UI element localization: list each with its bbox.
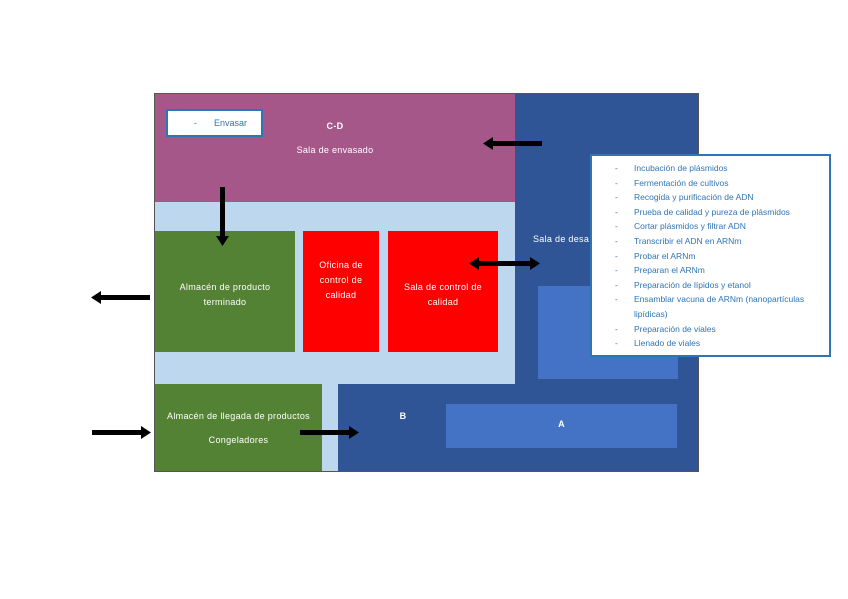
process-list-item: - Incubación de plásmidos <box>592 161 829 176</box>
bullet-dash: - <box>615 235 618 246</box>
room-b: B A <box>338 384 698 471</box>
arrow-to-room-b <box>300 426 359 439</box>
arrow-down-to-almacen <box>216 187 229 246</box>
bullet-dash: - <box>615 294 618 305</box>
arrow-double-calidad-desarrollo <box>469 257 540 270</box>
room-name: Almacén de producto terminado <box>179 282 271 307</box>
item-text: Llenado de viales <box>634 338 701 349</box>
arrow-entry-right <box>92 426 151 439</box>
process-list-item: - Llenado de viales <box>592 336 829 351</box>
task-bullet: - <box>194 118 197 128</box>
bullet-dash: - <box>615 221 618 232</box>
task-label: Envasar <box>214 118 248 128</box>
item-text: Transcribir el ADN en ARNm <box>634 235 742 246</box>
room-name: Sala de control de calidad <box>404 282 482 307</box>
room-label: A <box>558 419 565 429</box>
task-box-envasar: - Envasar <box>166 109 263 137</box>
item-text: Preparación de viales <box>634 323 716 334</box>
process-list-item: - Cortar plásmidos y filtrar ADN <box>592 219 829 234</box>
bullet-dash: - <box>615 338 618 349</box>
arrow-left-to-envasado <box>483 137 542 150</box>
room-a: A <box>446 404 677 448</box>
bullet-dash: - <box>615 323 618 334</box>
process-list: - Incubación de plásmidos - Fermentación de… <box>590 154 831 357</box>
room-name: Sala de envasado <box>296 145 374 155</box>
item-text: Probar el ARNm <box>634 250 696 261</box>
room-almacen-llegada: Almacén de llegada de productos Congelad… <box>155 384 322 471</box>
process-list-item: - Preparan el ARNm <box>592 263 829 278</box>
process-list-item: - Preparación de lípidos y etanol <box>592 278 829 293</box>
bullet-dash: - <box>615 206 618 217</box>
item-text: Recogida y purificación de ADN <box>634 192 754 203</box>
item-text: Prueba de calidad y pureza de plásmidos <box>634 206 790 217</box>
process-list-item: - Fermentación de cultivos <box>592 176 829 191</box>
process-list-item: - Transcribir el ADN en ARNm <box>592 234 829 249</box>
item-text: Incubación de plásmidos <box>634 163 728 173</box>
arrow-exit-left <box>91 291 150 304</box>
bullet-dash: - <box>615 265 618 276</box>
bullet-dash: - <box>615 192 618 203</box>
room-sub: Congeladores <box>208 435 269 445</box>
item-text: Preparación de lípidos y etanol <box>634 279 751 290</box>
item-text: Ensamblar vacuna de ARNm (nanopartículas… <box>634 294 805 319</box>
process-list-item: - Probar el ARNm <box>592 249 829 264</box>
room-code: C-D <box>326 121 344 131</box>
process-list-item: - Recogida y purificación de ADN <box>592 190 829 205</box>
process-list-item: - Ensamblar vacuna de ARNm (nanopartícula… <box>592 292 829 321</box>
room-sala-calidad: Sala de control de calidad <box>388 231 498 352</box>
item-text: Cortar plásmidos y filtrar ADN <box>634 221 746 232</box>
room-name: Sala de desa <box>533 234 590 244</box>
item-text: Preparan el ARNm <box>634 265 705 276</box>
process-list-item: - Prueba de calidad y pureza de plásmidos <box>592 205 829 220</box>
item-text: Fermentación de cultivos <box>634 177 729 188</box>
bullet-dash: - <box>615 250 618 261</box>
room-name: Almacén de llegada de productos <box>167 411 310 421</box>
room-almacen-terminado: Almacén de producto terminado <box>155 231 295 352</box>
room-oficina-calidad: Oficina de control de calidad <box>303 231 379 352</box>
bullet-dash: - <box>615 279 618 290</box>
room-envasado: - Envasar C-D Sala de envasado <box>155 94 515 202</box>
process-list-item: - Preparación de viales <box>592 322 829 337</box>
bullet-dash: - <box>615 177 618 188</box>
room-name: Oficina de control de calidad <box>319 260 363 300</box>
room-label: B <box>399 411 407 421</box>
bullet-dash: - <box>615 163 618 173</box>
